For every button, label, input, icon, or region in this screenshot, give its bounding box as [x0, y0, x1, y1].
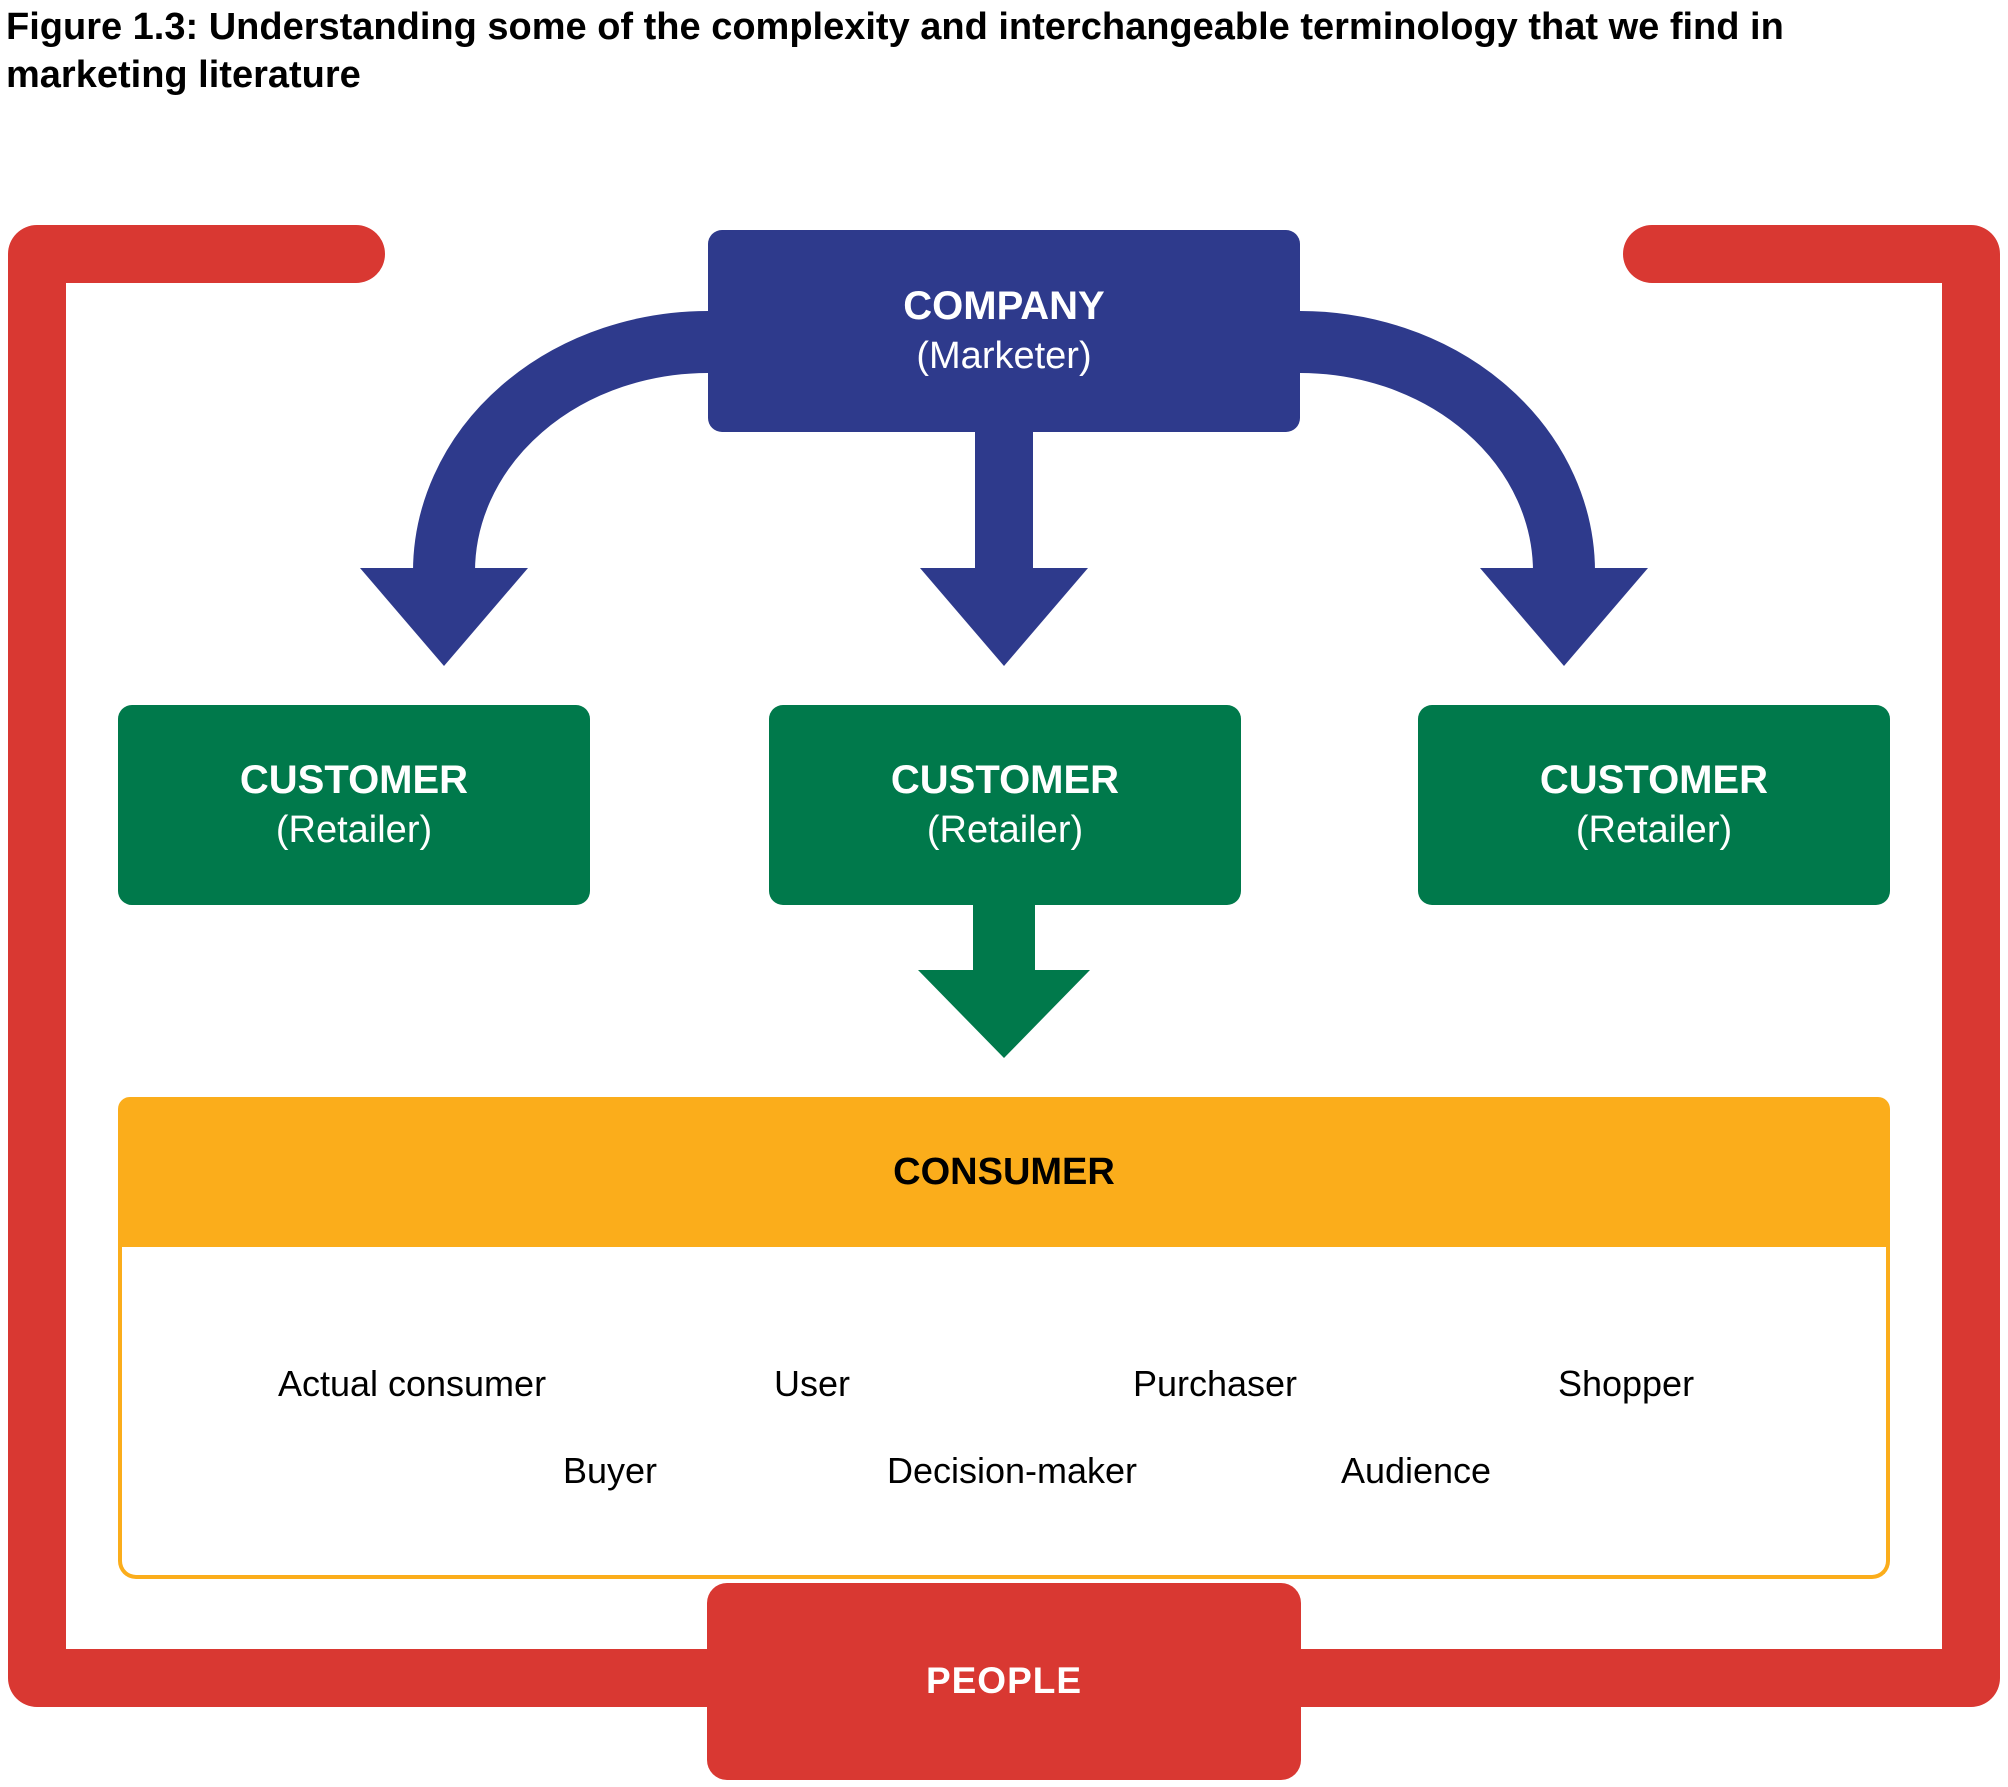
consumer-term-buyer: Buyer [562, 1450, 658, 1491]
customer-box-title: CUSTOMER [1539, 758, 1769, 803]
customer-box-middle: CUSTOMER (Retailer) [769, 705, 1241, 905]
consumer-term-audience: Audience [1340, 1450, 1492, 1491]
consumer-box-title: CONSUMER [893, 1150, 1115, 1193]
company-to-middle-customer-arrow-icon [920, 418, 1088, 666]
people-box: PEOPLE [707, 1583, 1301, 1780]
consumer-term-decision-maker: Decision-maker [886, 1450, 1138, 1491]
consumer-term-actual-consumer: Actual consumer [277, 1363, 547, 1404]
consumer-term-purchaser: Purchaser [1132, 1363, 1298, 1404]
customer-box-right: CUSTOMER (Retailer) [1418, 705, 1890, 905]
company-box-subtitle: (Marketer) [916, 335, 1092, 378]
consumer-term-user: User [773, 1363, 851, 1404]
customer-box-subtitle: (Retailer) [275, 809, 433, 852]
company-box-title: COMPANY [903, 284, 1105, 329]
customer-box-left: CUSTOMER (Retailer) [118, 705, 590, 905]
customer-box-subtitle: (Retailer) [926, 809, 1084, 852]
figure-title: Figure 1.3: Understanding some of the co… [6, 4, 2001, 99]
customer-box-subtitle: (Retailer) [1575, 809, 1733, 852]
customer-box-title: CUSTOMER [239, 758, 469, 803]
consumer-term-shopper: Shopper [1557, 1363, 1695, 1404]
figure-title-line2: marketing literature [6, 53, 361, 96]
consumer-box-body: Actual consumer User Purchaser Shopper B… [118, 1247, 1890, 1579]
company-to-right-customer-arrow-icon [1295, 310, 1648, 666]
consumer-box: CONSUMER Actual consumer User Purchaser … [118, 1097, 1890, 1583]
company-box: COMPANY (Marketer) [708, 230, 1300, 432]
figure-title-line1: Figure 1.3: Understanding some of the co… [6, 6, 1784, 48]
consumer-box-header: CONSUMER [118, 1097, 1890, 1247]
people-box-label: PEOPLE [925, 1660, 1083, 1702]
company-to-left-customer-arrow-icon [360, 310, 713, 666]
customer-to-consumer-arrow-icon [918, 890, 1090, 1058]
customer-box-title: CUSTOMER [890, 758, 1120, 803]
